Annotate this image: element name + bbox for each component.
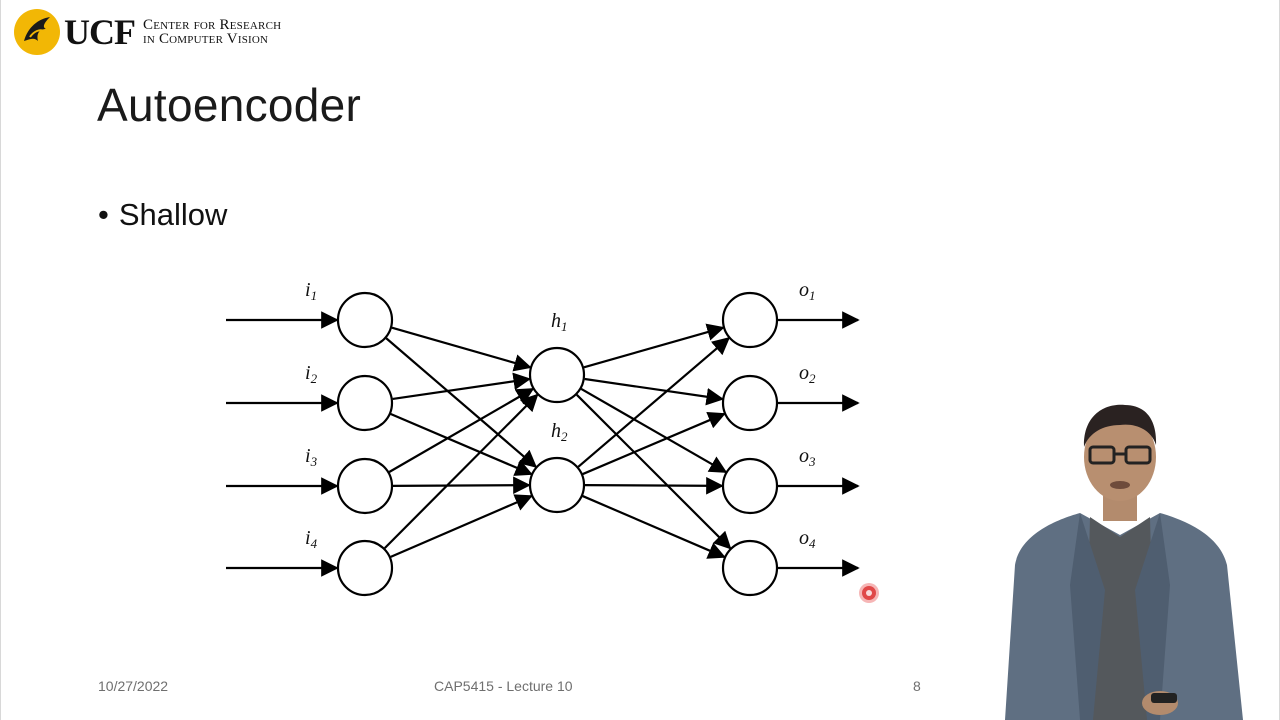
diagram-edges — [226, 311, 860, 577]
input-node-4 — [336, 539, 394, 597]
input-label-1: i1 — [305, 279, 317, 303]
footer-date: 10/27/2022 — [98, 678, 169, 694]
pegasus-logo-icon — [14, 9, 60, 55]
laser-pointer-dot — [862, 586, 876, 600]
input-label-2: i2 — [305, 362, 318, 386]
input-node-3 — [336, 457, 394, 515]
edge-h2-o1 — [577, 337, 731, 468]
edge-h1-o3 — [580, 388, 728, 473]
output-node-2 — [721, 374, 779, 432]
hidden-node-2 — [528, 456, 586, 514]
edge-h1-o1 — [583, 323, 725, 369]
edge-i4-h1 — [383, 393, 539, 549]
edge-i1-h2 — [385, 337, 538, 468]
presenter-video-overlay — [1005, 404, 1243, 720]
input-node-1 — [336, 291, 394, 349]
edge-i2-h2 — [390, 412, 533, 476]
bullet-item: • Shallow — [98, 197, 227, 233]
center-name-line2: in Computer Vision — [143, 31, 269, 47]
bullet-text: Shallow — [118, 197, 228, 232]
bullet-dot: • — [98, 197, 109, 232]
edge-i4-h2 — [390, 494, 533, 558]
edge-h1-o2 — [584, 377, 725, 406]
edge-i1-h1 — [391, 326, 532, 372]
hidden-label-2: h2 — [551, 420, 568, 444]
edge-i3-h2 — [392, 476, 531, 495]
footer-page-number: 8 — [913, 678, 921, 694]
input-node-2 — [336, 374, 394, 432]
output-node-1 — [721, 291, 779, 349]
output-label-4: o4 — [799, 527, 816, 551]
edge-h2-o3 — [584, 476, 724, 495]
footer-course: CAP5415 - Lecture 10 — [434, 678, 573, 694]
output-label-3: o3 — [799, 445, 816, 469]
slide-title: Autoencoder — [97, 79, 362, 131]
hidden-node-1 — [528, 346, 586, 404]
output-label-2: o2 — [799, 362, 816, 386]
ucf-crcv-logo: UCF Center for Research in Computer Visi… — [12, 6, 281, 58]
input-label-4: i4 — [305, 527, 318, 551]
diagram-labels: i1 i2 i3 i4 h1 h2 o1 o2 o3 o4 — [305, 279, 816, 551]
center-name-line1: Center for Research — [143, 17, 282, 33]
edge-h2-o2 — [582, 412, 726, 476]
output-label-1: o1 — [799, 279, 816, 303]
edge-h2-o4 — [582, 495, 726, 559]
edge-h1-o4 — [576, 394, 732, 550]
output-node-4 — [721, 539, 779, 597]
edge-i3-h1 — [388, 388, 535, 473]
center-name: Center for Research in Computer Vision — [143, 17, 282, 47]
diagram-nodes — [336, 291, 779, 597]
edge-i2-h1 — [392, 372, 532, 401]
hidden-label-1: h1 — [551, 310, 568, 334]
ucf-wordmark: UCF — [64, 12, 136, 52]
input-label-3: i3 — [305, 445, 318, 469]
output-node-3 — [721, 457, 779, 515]
